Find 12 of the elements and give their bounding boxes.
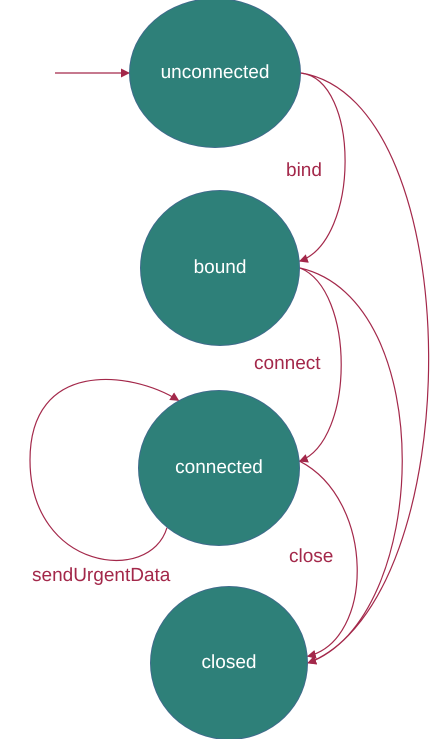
state-name: closed	[202, 652, 256, 674]
arrow	[29, 378, 180, 561]
state-name: unconnected	[160, 62, 270, 84]
arrow	[55, 68, 130, 78]
arrow	[300, 267, 403, 664]
arrow	[299, 460, 358, 658]
arrow	[298, 72, 346, 262]
state-name: bound	[194, 257, 246, 279]
arrow	[300, 72, 430, 664]
arrow	[298, 268, 342, 462]
state-name: connected	[175, 457, 263, 479]
edge-label: sendUrgentData	[30, 565, 172, 587]
